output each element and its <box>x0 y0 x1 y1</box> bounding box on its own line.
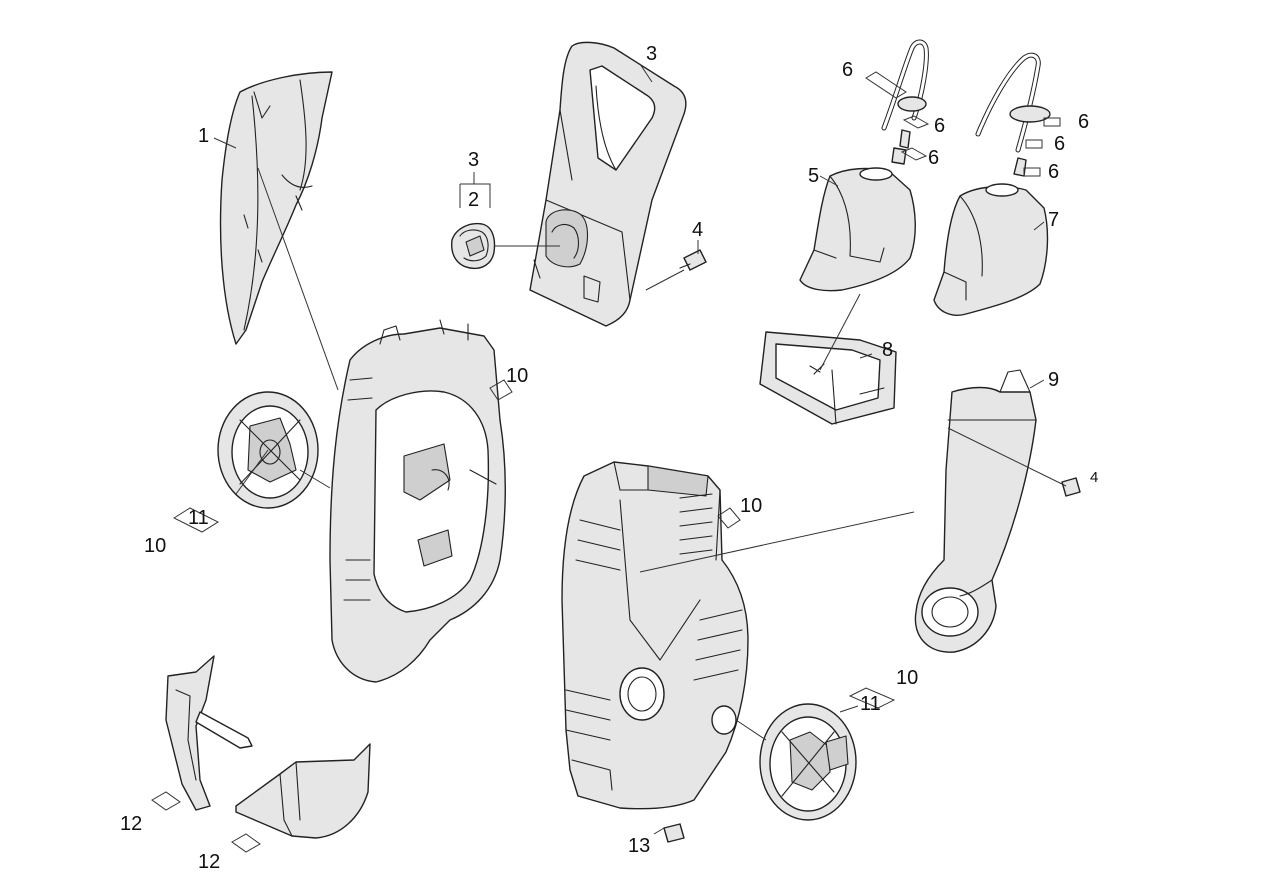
screw-part <box>679 249 707 271</box>
callout-6b: 6 <box>934 115 945 137</box>
callout-11-right: 11 <box>860 693 881 715</box>
wheel-part-2 <box>759 703 857 821</box>
callout-5: 5 <box>808 165 819 187</box>
main-housing-part <box>561 461 749 810</box>
callout-10-wheel-left: 10 <box>144 535 166 557</box>
callout-13: 13 <box>628 835 650 857</box>
callout-4-handle: 4 <box>692 219 703 241</box>
callout-3-handle: 3 <box>646 43 657 65</box>
callout-10-housing: 10 <box>740 495 762 517</box>
knob-part <box>451 222 496 270</box>
callout-6a: 6 <box>842 59 853 81</box>
tray-part <box>759 331 897 425</box>
callout-labels: 1 2 3 3 4 4 5 6 6 6 6 6 6 7 8 9 10 10 10… <box>120 43 1098 873</box>
rear-frame-part <box>329 319 506 683</box>
handle-part <box>529 41 687 327</box>
callout-8: 8 <box>882 339 893 361</box>
tank-part <box>799 167 916 292</box>
callout-12-cover: 12 <box>198 851 220 873</box>
callout-11-left: 11 <box>188 507 209 529</box>
screw-part-2 <box>1061 477 1081 497</box>
callout-12-bracket: 12 <box>120 813 142 835</box>
callout-2: 2 <box>468 189 479 211</box>
callout-1: 1 <box>198 125 209 147</box>
callout-10-wheel-right: 10 <box>896 667 918 689</box>
hose-part <box>881 39 1051 177</box>
tank-part-2 <box>933 183 1049 316</box>
screw-part-3 <box>663 823 685 843</box>
washer-symbols <box>151 71 1061 853</box>
bottom-cover-part <box>235 743 371 839</box>
bracket-part <box>165 655 253 811</box>
callout-6c: 6 <box>928 147 939 169</box>
callout-7: 7 <box>1048 209 1059 231</box>
side-panel-part <box>219 71 333 345</box>
callout-10-frame: 10 <box>506 365 528 387</box>
callout-3-knob: 3 <box>468 149 479 171</box>
callout-6f: 6 <box>1048 161 1059 183</box>
leader-lines <box>213 63 1067 835</box>
callout-9: 9 <box>1048 369 1059 391</box>
right-cover-part <box>914 369 1037 653</box>
callout-6e: 6 <box>1054 133 1065 155</box>
callout-6d: 6 <box>1078 111 1089 133</box>
callout-4-cover: 4 <box>1090 469 1098 486</box>
